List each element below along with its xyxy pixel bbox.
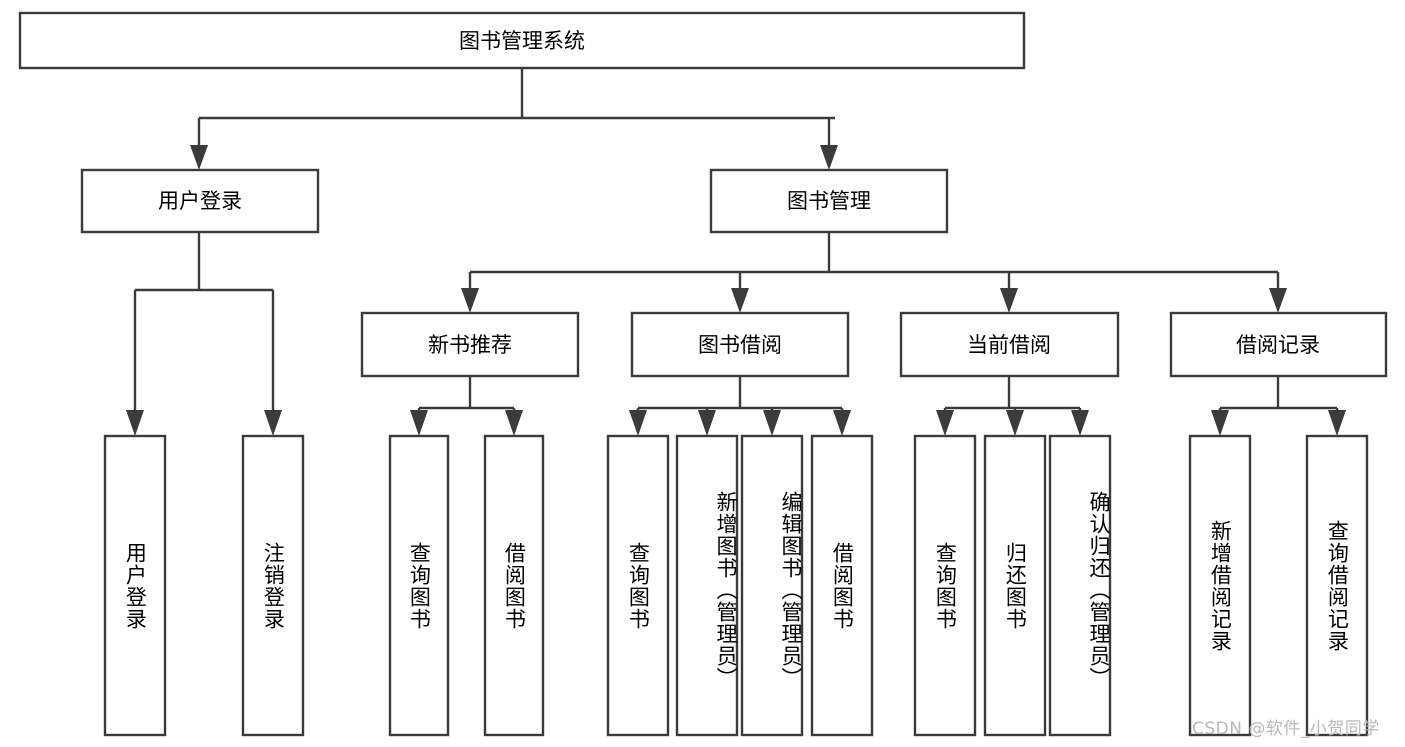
node-book-borrow[interactable]: 图书借阅 — [630, 311, 850, 378]
arrowhead-borrow-to-leaf6 — [698, 410, 716, 436]
node-book-management-box[interactable] — [709, 168, 949, 234]
node-leaf-add-book-admin-box[interactable] — [675, 434, 739, 737]
node-leaf-confirm-return-admin-box[interactable] — [1048, 434, 1112, 737]
node-book-management-label: 图书管理 — [787, 189, 871, 213]
node-book-management[interactable]: 图书管理 — [709, 168, 949, 234]
csdn-watermark: CSDN @软件_小贺同学 — [1192, 719, 1380, 739]
arrowhead-book-mgmt-to-new-books — [461, 288, 479, 313]
connector-group-root — [190, 68, 838, 170]
arrowhead-records-to-leaf13 — [1328, 410, 1346, 436]
arrowhead-borrow-to-leaf7 — [763, 410, 781, 436]
node-book-borrow-label: 图书借阅 — [698, 333, 782, 357]
arrowhead-new-books-to-leaf4 — [505, 410, 523, 436]
arrowhead-book-mgmt-to-records — [1269, 288, 1287, 313]
connector-group-records — [1211, 376, 1346, 436]
connector-group-user-login — [126, 232, 282, 436]
arrowhead-new-books-to-leaf3 — [410, 410, 428, 436]
arrowhead-current-to-leaf11 — [1071, 410, 1089, 436]
node-borrow-records[interactable]: 借阅记录 — [1169, 311, 1388, 378]
node-book-borrow-box[interactable] — [630, 311, 850, 378]
connector-group-book-mgmt — [461, 232, 1287, 313]
arrowhead-borrow-to-leaf5 — [629, 410, 647, 436]
node-new-book-recommend-label: 新书推荐 — [428, 333, 512, 357]
arrowhead-borrow-to-leaf8 — [833, 410, 851, 436]
node-leaf-logout-box[interactable] — [241, 434, 305, 737]
node-leaf-borrow-books-a-box[interactable] — [483, 434, 545, 737]
node-new-book-recommend[interactable]: 新书推荐 — [360, 311, 580, 378]
node-leaf-query-books-a-box[interactable] — [388, 434, 450, 737]
arrowhead-book-mgmt-to-current — [1000, 288, 1018, 313]
node-borrow-records-label: 借阅记录 — [1236, 333, 1320, 357]
node-leaf-query-books-b-box[interactable] — [606, 434, 670, 737]
arrowhead-current-to-leaf9 — [936, 410, 954, 436]
node-leaf-add-borrow-record-box[interactable] — [1188, 434, 1252, 737]
node-current-borrow[interactable]: 当前借阅 — [899, 311, 1120, 378]
node-leaf-edit-book-admin-box[interactable] — [740, 434, 804, 737]
arrowhead-root-to-book-mgmt — [820, 145, 838, 170]
node-current-borrow-box[interactable] — [899, 311, 1120, 378]
arrowhead-user-login-to-leaf2 — [264, 410, 282, 436]
node-leaf-return-books-box[interactable] — [983, 434, 1047, 737]
arrowhead-records-to-leaf12 — [1211, 410, 1229, 436]
node-leaf-borrow-books-b-box[interactable] — [810, 434, 874, 737]
leaf-box-group — [103, 434, 1369, 737]
node-borrow-records-box[interactable] — [1169, 311, 1388, 378]
arrowhead-current-to-leaf10 — [1006, 410, 1024, 436]
arrowhead-book-mgmt-to-borrow — [731, 288, 749, 313]
node-user-login-box[interactable] — [80, 168, 320, 234]
node-leaf-query-books-c-box[interactable] — [913, 434, 977, 737]
node-root-box[interactable] — [18, 11, 1026, 70]
connector-group-borrow — [629, 376, 851, 436]
connector-group-new-books — [410, 376, 523, 436]
node-root-label: 图书管理系统 — [459, 29, 585, 53]
arrowhead-user-login-to-leaf1 — [126, 410, 144, 436]
arrowhead-root-to-user-login — [190, 145, 208, 170]
node-leaf-user-login-box[interactable] — [103, 434, 167, 737]
node-leaf-query-borrow-record-box[interactable] — [1305, 434, 1369, 737]
node-root[interactable]: 图书管理系统 — [18, 11, 1026, 70]
node-user-login[interactable]: 用户登录 — [80, 168, 320, 234]
node-current-borrow-label: 当前借阅 — [967, 333, 1051, 357]
connector-group-current-borrow — [936, 376, 1089, 436]
node-user-login-label: 用户登录 — [158, 189, 242, 213]
node-new-book-recommend-box[interactable] — [360, 311, 580, 378]
